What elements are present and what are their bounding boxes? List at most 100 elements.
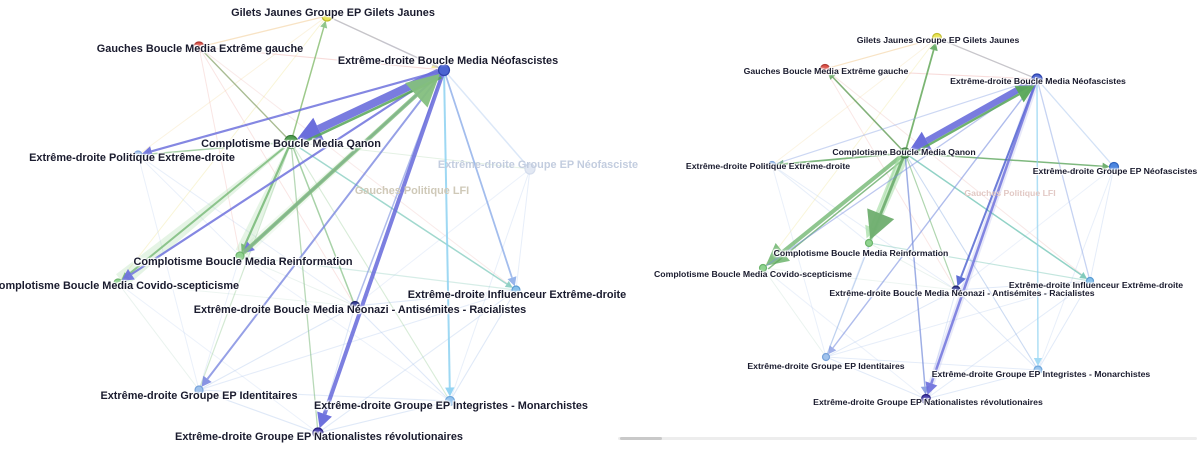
graph-node-neofascistes[interactable]: [1031, 73, 1043, 85]
graph-edge: [443, 75, 451, 388]
node-label-qanon[interactable]: Complotisme Boucle Media Qanon: [201, 138, 381, 150]
node-label-influenceur[interactable]: Extrême-droite Influenceur Extrême-droit…: [1008, 280, 1184, 290]
edge-arrowhead: [141, 146, 153, 157]
node-label-politique[interactable]: Extrême-droite Politique Extrême-droite: [685, 161, 851, 171]
graph-edge: [321, 291, 514, 431]
graph-node-influenceur[interactable]: [511, 285, 521, 295]
horizontal-scrollbar-track[interactable]: [618, 437, 1197, 440]
node-label-neonazi[interactable]: Extrême-droite Boucle Media Néonazi - An…: [193, 304, 527, 316]
node-label-ep_neo[interactable]: Extrême-droite Groupe EP Néofascistes: [1032, 166, 1198, 176]
edge-arrowhead: [320, 20, 328, 29]
graph-node-neonazi[interactable]: [349, 300, 361, 312]
node-label-integristes[interactable]: Extrême-droite Groupe EP Integristes - M…: [314, 400, 588, 412]
graph-edge: [930, 83, 1037, 384]
node-label-reinformation[interactable]: Complotisme Boucle Media Reinformation: [133, 256, 353, 268]
node-label-reinformation[interactable]: Complotisme Boucle Media Reinformation: [773, 248, 949, 258]
graph-edge: [1039, 283, 1089, 367]
node-label-neonazi[interactable]: Extrême-droite Boucle Media Néonazi - An…: [829, 288, 1095, 298]
graph-node-politique[interactable]: [133, 150, 143, 160]
graph-edge: [930, 370, 1035, 399]
graph-node-politique[interactable]: [767, 160, 777, 170]
graph-edge: [828, 291, 953, 356]
graph-edge: [879, 157, 905, 215]
edge-arrowhead: [241, 243, 249, 253]
graph-node-qanon[interactable]: [283, 134, 299, 150]
horizontal-scrollbar-thumb[interactable]: [620, 437, 662, 440]
node-label-gauches[interactable]: Gauches Boucle Media Extrême gauche: [743, 66, 909, 76]
graph-node-gj[interactable]: [931, 32, 943, 44]
node-label-gj[interactable]: Gilets Jaunes Groupe EP Gilets Jaunes: [856, 35, 1020, 45]
node-label-qanon[interactable]: Complotisme Boucle Media Qanon: [832, 147, 976, 157]
node-label-nationalistes[interactable]: Extrême-droite Groupe EP Nationalistes r…: [813, 397, 1043, 407]
node-label-politique[interactable]: Extrême-droite Politique Extrême-droite: [29, 152, 235, 164]
graph-edge: [775, 79, 1033, 165]
graph-edge: [121, 282, 351, 307]
graph-edge: [764, 270, 825, 355]
graph-panel-left[interactable]: [113, 10, 536, 439]
node-label-influenceur[interactable]: Extrême-droite Influenceur Extrême-droit…: [407, 289, 627, 301]
graph-node-gauches[interactable]: [819, 63, 831, 75]
graph-edge: [290, 148, 319, 429]
node-label-covido[interactable]: Complotisme Boucle Media Covido-sceptici…: [0, 280, 240, 292]
graph-node-covido[interactable]: [758, 263, 768, 273]
graph-node-integristes[interactable]: [444, 395, 456, 407]
graph-node-influenceur[interactable]: [1085, 276, 1095, 286]
graph-edge: [292, 147, 355, 303]
graph-edge: [202, 307, 352, 389]
graph-edge: [202, 290, 513, 390]
graph-edge: [130, 72, 440, 276]
graph-node-reinformation[interactable]: [864, 238, 874, 248]
graph-edge: [357, 308, 448, 399]
graph-edge: [958, 169, 1111, 288]
graph-edge: [781, 154, 903, 254]
node-label-gj[interactable]: Gilets Jaunes Groupe EP Gilets Jaunes: [231, 7, 435, 19]
graph-edge: [832, 76, 903, 150]
graph-edge: [202, 390, 314, 432]
graph-node-ep_neo[interactable]: [1108, 161, 1120, 173]
graph-panel-right[interactable]: [758, 32, 1120, 405]
node-label-covido[interactable]: Complotisme Boucle Media Covido-sceptici…: [654, 269, 852, 279]
node-label-neofascistes[interactable]: Extrême-droite Boucle Media Néofascistes: [337, 55, 559, 67]
node-label-identitaires[interactable]: Extrême-droite Groupe EP Identitaires: [747, 361, 905, 371]
edge-arrowhead: [1079, 272, 1088, 280]
edge-arrowhead: [1033, 357, 1043, 367]
graph-edge: [138, 158, 199, 387]
graph-node-qanon[interactable]: [899, 147, 911, 159]
graph-node-identitaires[interactable]: [194, 385, 204, 395]
graph-edge: [829, 357, 923, 398]
graph-edge: [199, 51, 240, 253]
node-label-ep_neo[interactable]: Extrême-droite Groupe EP Néofasciste: [437, 159, 639, 171]
node-label-neofascistes[interactable]: Extrême-droite Boucle Media Néofascistes: [950, 76, 1126, 86]
graph-edge: [206, 73, 442, 380]
node-label-identitaires[interactable]: Extrême-droite Groupe EP Identitaires: [100, 390, 298, 402]
graph-edge: [140, 156, 352, 304]
graph-edge: [140, 157, 238, 254]
edge-arrowhead: [929, 42, 938, 52]
edge-arrowhead: [121, 269, 135, 281]
graph-node-gj[interactable]: [321, 10, 333, 22]
node-label-integristes[interactable]: Extrême-droite Groupe EP Integristes - M…: [931, 369, 1151, 379]
graph-edge: [1037, 83, 1090, 278]
node-label-nationalistes[interactable]: Extrême-droite Groupe EP Nationalistes r…: [175, 431, 463, 443]
graph-edge: [1038, 171, 1113, 367]
graph-node-covido[interactable]: [113, 278, 123, 288]
graph-edge: [331, 17, 440, 69]
graph-node-neonazi[interactable]: [951, 285, 961, 295]
graph-edge: [243, 257, 447, 399]
node-label-lfi[interactable]: Gauches Politique LFI: [964, 188, 1056, 198]
graph-edge: [904, 157, 926, 387]
graph-edge: [940, 39, 1033, 78]
graph-node-identitaires[interactable]: [821, 352, 831, 362]
graph-edge: [828, 71, 1088, 280]
node-label-gauches[interactable]: Gauches Boucle Media Extrême gauche: [96, 43, 304, 55]
graph-node-nationalistes[interactable]: [920, 393, 932, 405]
graph-node-nationalistes[interactable]: [312, 427, 324, 439]
graph-node-ep_neo[interactable]: [524, 163, 536, 175]
graph-node-reinformation[interactable]: [235, 251, 245, 261]
graph-node-integristes[interactable]: [1033, 365, 1043, 375]
graph-node-gauches[interactable]: [193, 41, 205, 53]
graph-node-neofascistes[interactable]: [437, 63, 451, 77]
node-label-lfi[interactable]: Gauches Politique LFI: [354, 185, 470, 197]
graph-edge: [292, 27, 325, 136]
